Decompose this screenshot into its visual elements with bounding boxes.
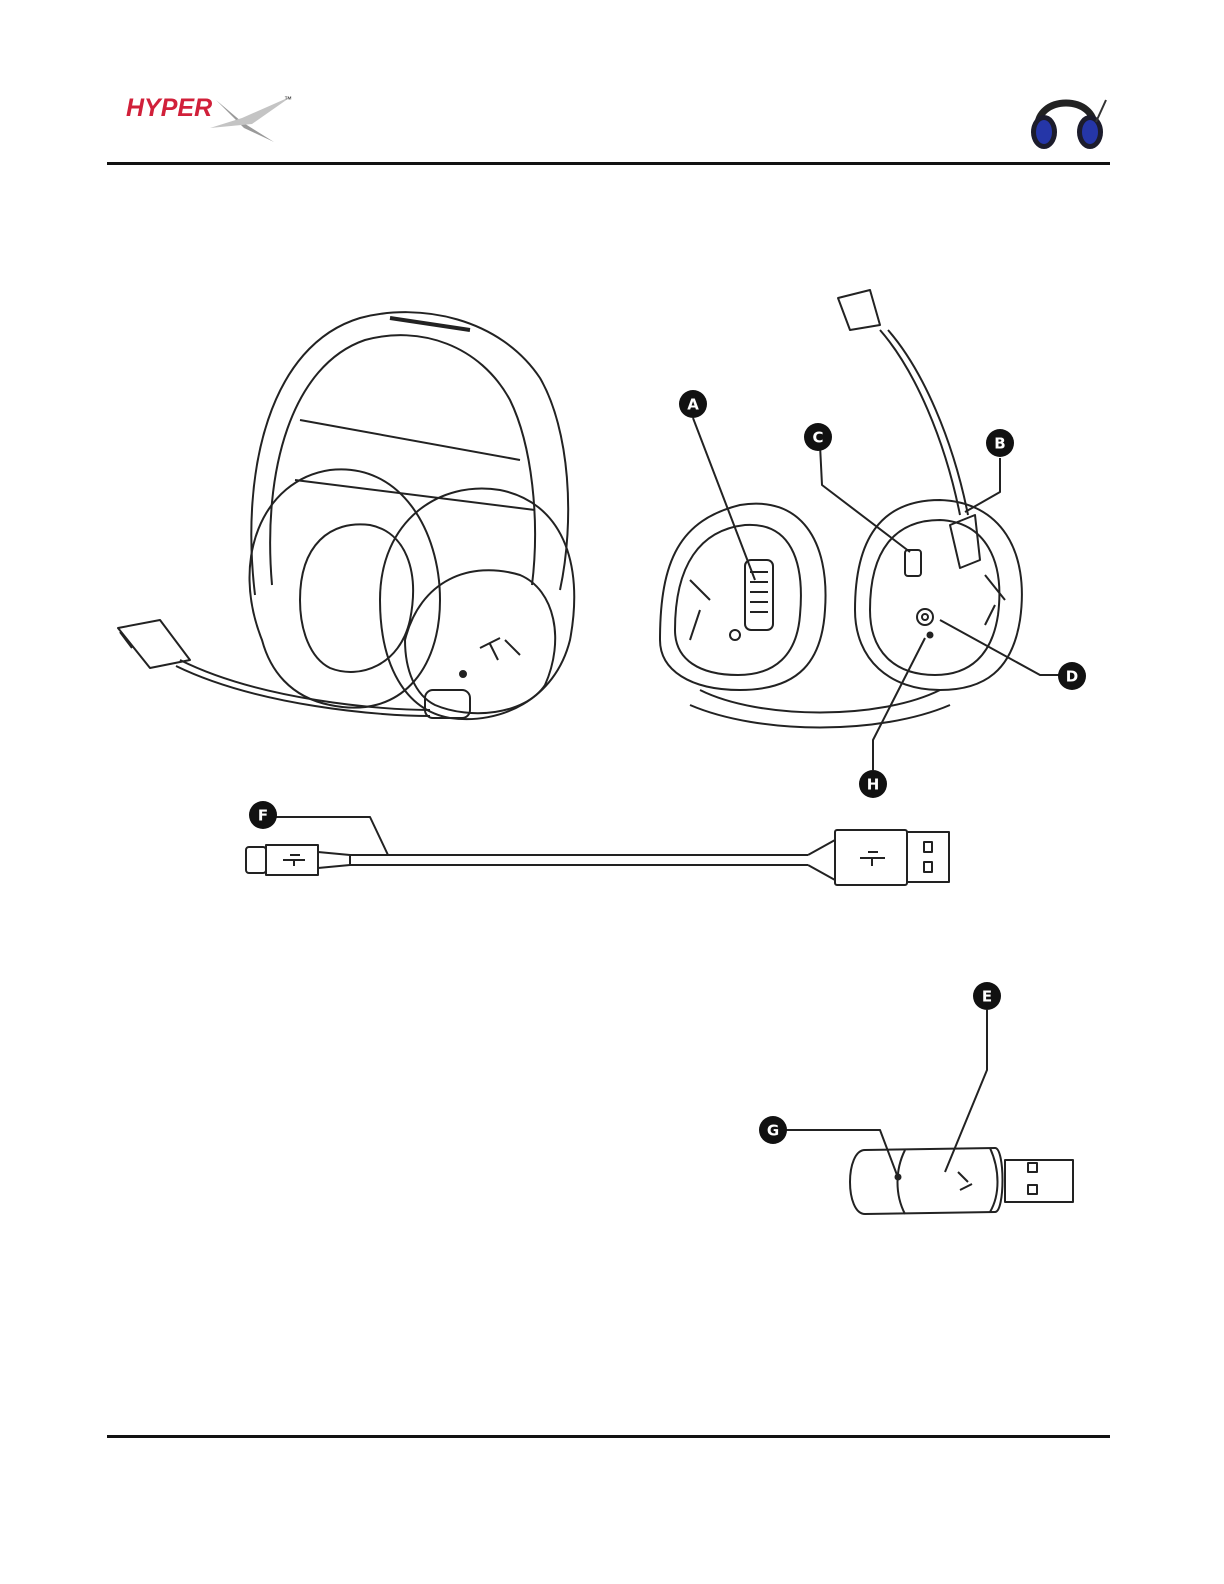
callout-g-label: G xyxy=(767,1122,779,1140)
callout-e-label: E xyxy=(982,988,992,1006)
callout-f: F xyxy=(249,801,277,829)
headset-front-view xyxy=(118,312,574,719)
callout-h-label: H xyxy=(867,776,880,794)
usb-wireless-adapter xyxy=(850,1148,1073,1214)
callout-e: E xyxy=(973,982,1001,1010)
power-button xyxy=(917,609,933,625)
charge-port xyxy=(905,550,921,576)
callout-lines xyxy=(263,418,1070,1175)
callout-d: D xyxy=(1058,662,1086,690)
callout-h: H xyxy=(859,770,887,798)
callout-f-label: F xyxy=(258,807,268,825)
callout-d-label: D xyxy=(1066,668,1078,686)
callout-a: A xyxy=(679,390,707,418)
callout-b-label: B xyxy=(994,435,1005,453)
callout-a-label: A xyxy=(687,396,699,414)
usb-charge-cable xyxy=(246,830,949,885)
callout-c: C xyxy=(804,423,832,451)
callout-g: G xyxy=(759,1116,787,1144)
headset-rear-view xyxy=(660,290,1022,728)
volume-wheel xyxy=(745,560,773,630)
status-led xyxy=(928,633,933,638)
callout-c-label: C xyxy=(812,429,823,447)
callout-b: B xyxy=(986,429,1014,457)
